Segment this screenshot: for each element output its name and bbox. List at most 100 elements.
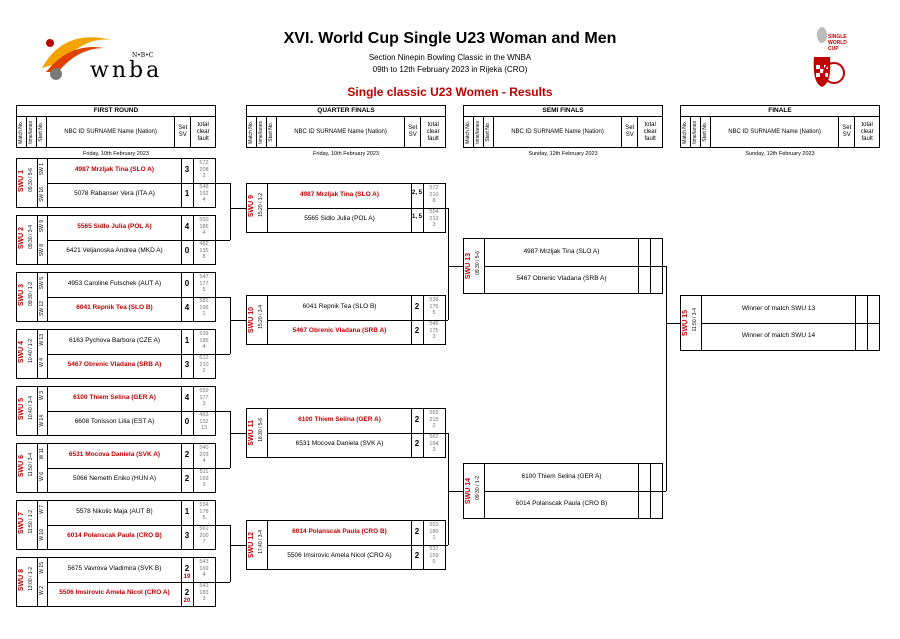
score-value: 169 (199, 475, 209, 482)
player-name: 6014 Polanscak Paula (CRO B) (515, 499, 608, 507)
match-no-header-label: Match No. (18, 120, 25, 144)
score-value: 581 (199, 298, 209, 304)
bracket-connector (446, 433, 448, 434)
divider (484, 239, 485, 293)
divider (37, 444, 38, 492)
score-value: 547 (199, 274, 209, 280)
score-value: 215 (429, 416, 439, 423)
player-name: 4987 Mrzljak Tina (SLO A) (74, 166, 155, 173)
divider (37, 501, 38, 549)
score-value: 5 (202, 515, 206, 521)
bracket-connector (666, 323, 680, 324)
player-header-label: NBC ID SURNAME Name (Nation) (511, 128, 604, 135)
page-title: XVI. World Cup Single U23 Woman and Men (283, 30, 617, 47)
match-no-header: Match No. (681, 117, 691, 147)
divider (47, 330, 48, 378)
score-value: 554 (429, 209, 439, 215)
time-lanes-header: time/lanes (27, 117, 37, 147)
score-value: 553 (429, 522, 439, 528)
player-name: 6041 Repnik Tea (SLO B) (302, 303, 377, 310)
score-value: 4 (202, 344, 206, 350)
player-name: 6608 Tonisson Lilia (EST A) (74, 418, 155, 425)
score-value: 2 (202, 368, 206, 374)
score-value: 8 (202, 254, 206, 260)
set-points: 1 (184, 507, 190, 516)
bracket-connector (230, 433, 246, 434)
match-code: SWU 9 (248, 195, 255, 218)
set-header: Set SV (839, 117, 856, 147)
set-divider (411, 184, 412, 232)
score-divider (423, 296, 424, 344)
set-points: 2 (414, 326, 420, 335)
score-value: 3 (202, 482, 206, 488)
score-divider (423, 409, 424, 457)
match-no-header: Match No. (17, 117, 27, 147)
divider (267, 184, 268, 232)
total-header-label: total clear fault (860, 121, 874, 142)
match-time: 15:20 / 3-4 (258, 305, 264, 329)
time-lanes-header-label: time/lanes (258, 120, 265, 144)
bracket-connector (446, 545, 448, 546)
score-value: 4 (202, 230, 206, 236)
start-no-header: Start No. (701, 117, 711, 147)
start-no: W 3 (39, 391, 45, 400)
score-value: 203 (199, 451, 209, 458)
score-value: 13 (200, 425, 208, 431)
match-code: SWU 10 (248, 307, 255, 334)
match-code: SWU 12 (248, 532, 255, 559)
bracket-connector (216, 297, 230, 298)
score-value: 3 (202, 596, 206, 602)
start-no: W 15 (39, 562, 45, 574)
score-value: 538 (429, 297, 439, 303)
score-value: 3 (432, 222, 436, 228)
set-points: 2 (184, 474, 190, 483)
bracket-connector (230, 183, 231, 240)
match-code: SWU 2 (18, 227, 25, 250)
column-title: SEMI FINALS (464, 106, 662, 117)
row-divider (268, 545, 445, 546)
match-time: 16:30 / 5-6 (258, 418, 264, 442)
divider (37, 558, 38, 606)
player-name: 5467 Obrenic Vladana (SRB A) (67, 361, 162, 368)
set-points: 2, 5 (411, 190, 422, 196)
divider (47, 273, 48, 321)
bracket-connector (230, 545, 246, 546)
badge-text: SINGLE WORLD CUP (828, 34, 847, 52)
score-value: 194 (429, 440, 439, 447)
match-no-header-label: Match No. (682, 120, 689, 144)
divider (37, 387, 38, 435)
divider (47, 558, 48, 606)
player-name: 5565 Sidlo Julia (POL A) (304, 215, 375, 222)
set-divider (411, 521, 412, 569)
row-divider (485, 491, 662, 492)
match-time: 15:20 / 1-2 (258, 193, 264, 217)
bracket-connector (216, 468, 230, 469)
player-name: 5078 Rabanser Vera (ITA A) (74, 190, 155, 197)
set-points: 3 (184, 165, 190, 174)
player-header: NBC ID SURNAME Name (Nation) (277, 117, 406, 147)
score-value: 612 (199, 355, 209, 361)
bracket-connector (216, 354, 230, 355)
bracket-connector (666, 266, 667, 491)
tiebreak-points: 19 (183, 574, 191, 580)
score-value: 540 (199, 445, 209, 451)
bowling-pin-icon (813, 27, 845, 87)
player-name: 5467 Obrenic Vladana (SRB A) (292, 327, 387, 334)
divider (701, 296, 702, 350)
player-name: 6014 Polanscak Paula (CRO B) (292, 528, 387, 535)
score-value: 1 (202, 311, 206, 317)
score-value: 543 (199, 583, 209, 589)
set-divider (411, 409, 412, 457)
player-name: 6531 Mocova Daniela (SVK A) (295, 440, 384, 447)
